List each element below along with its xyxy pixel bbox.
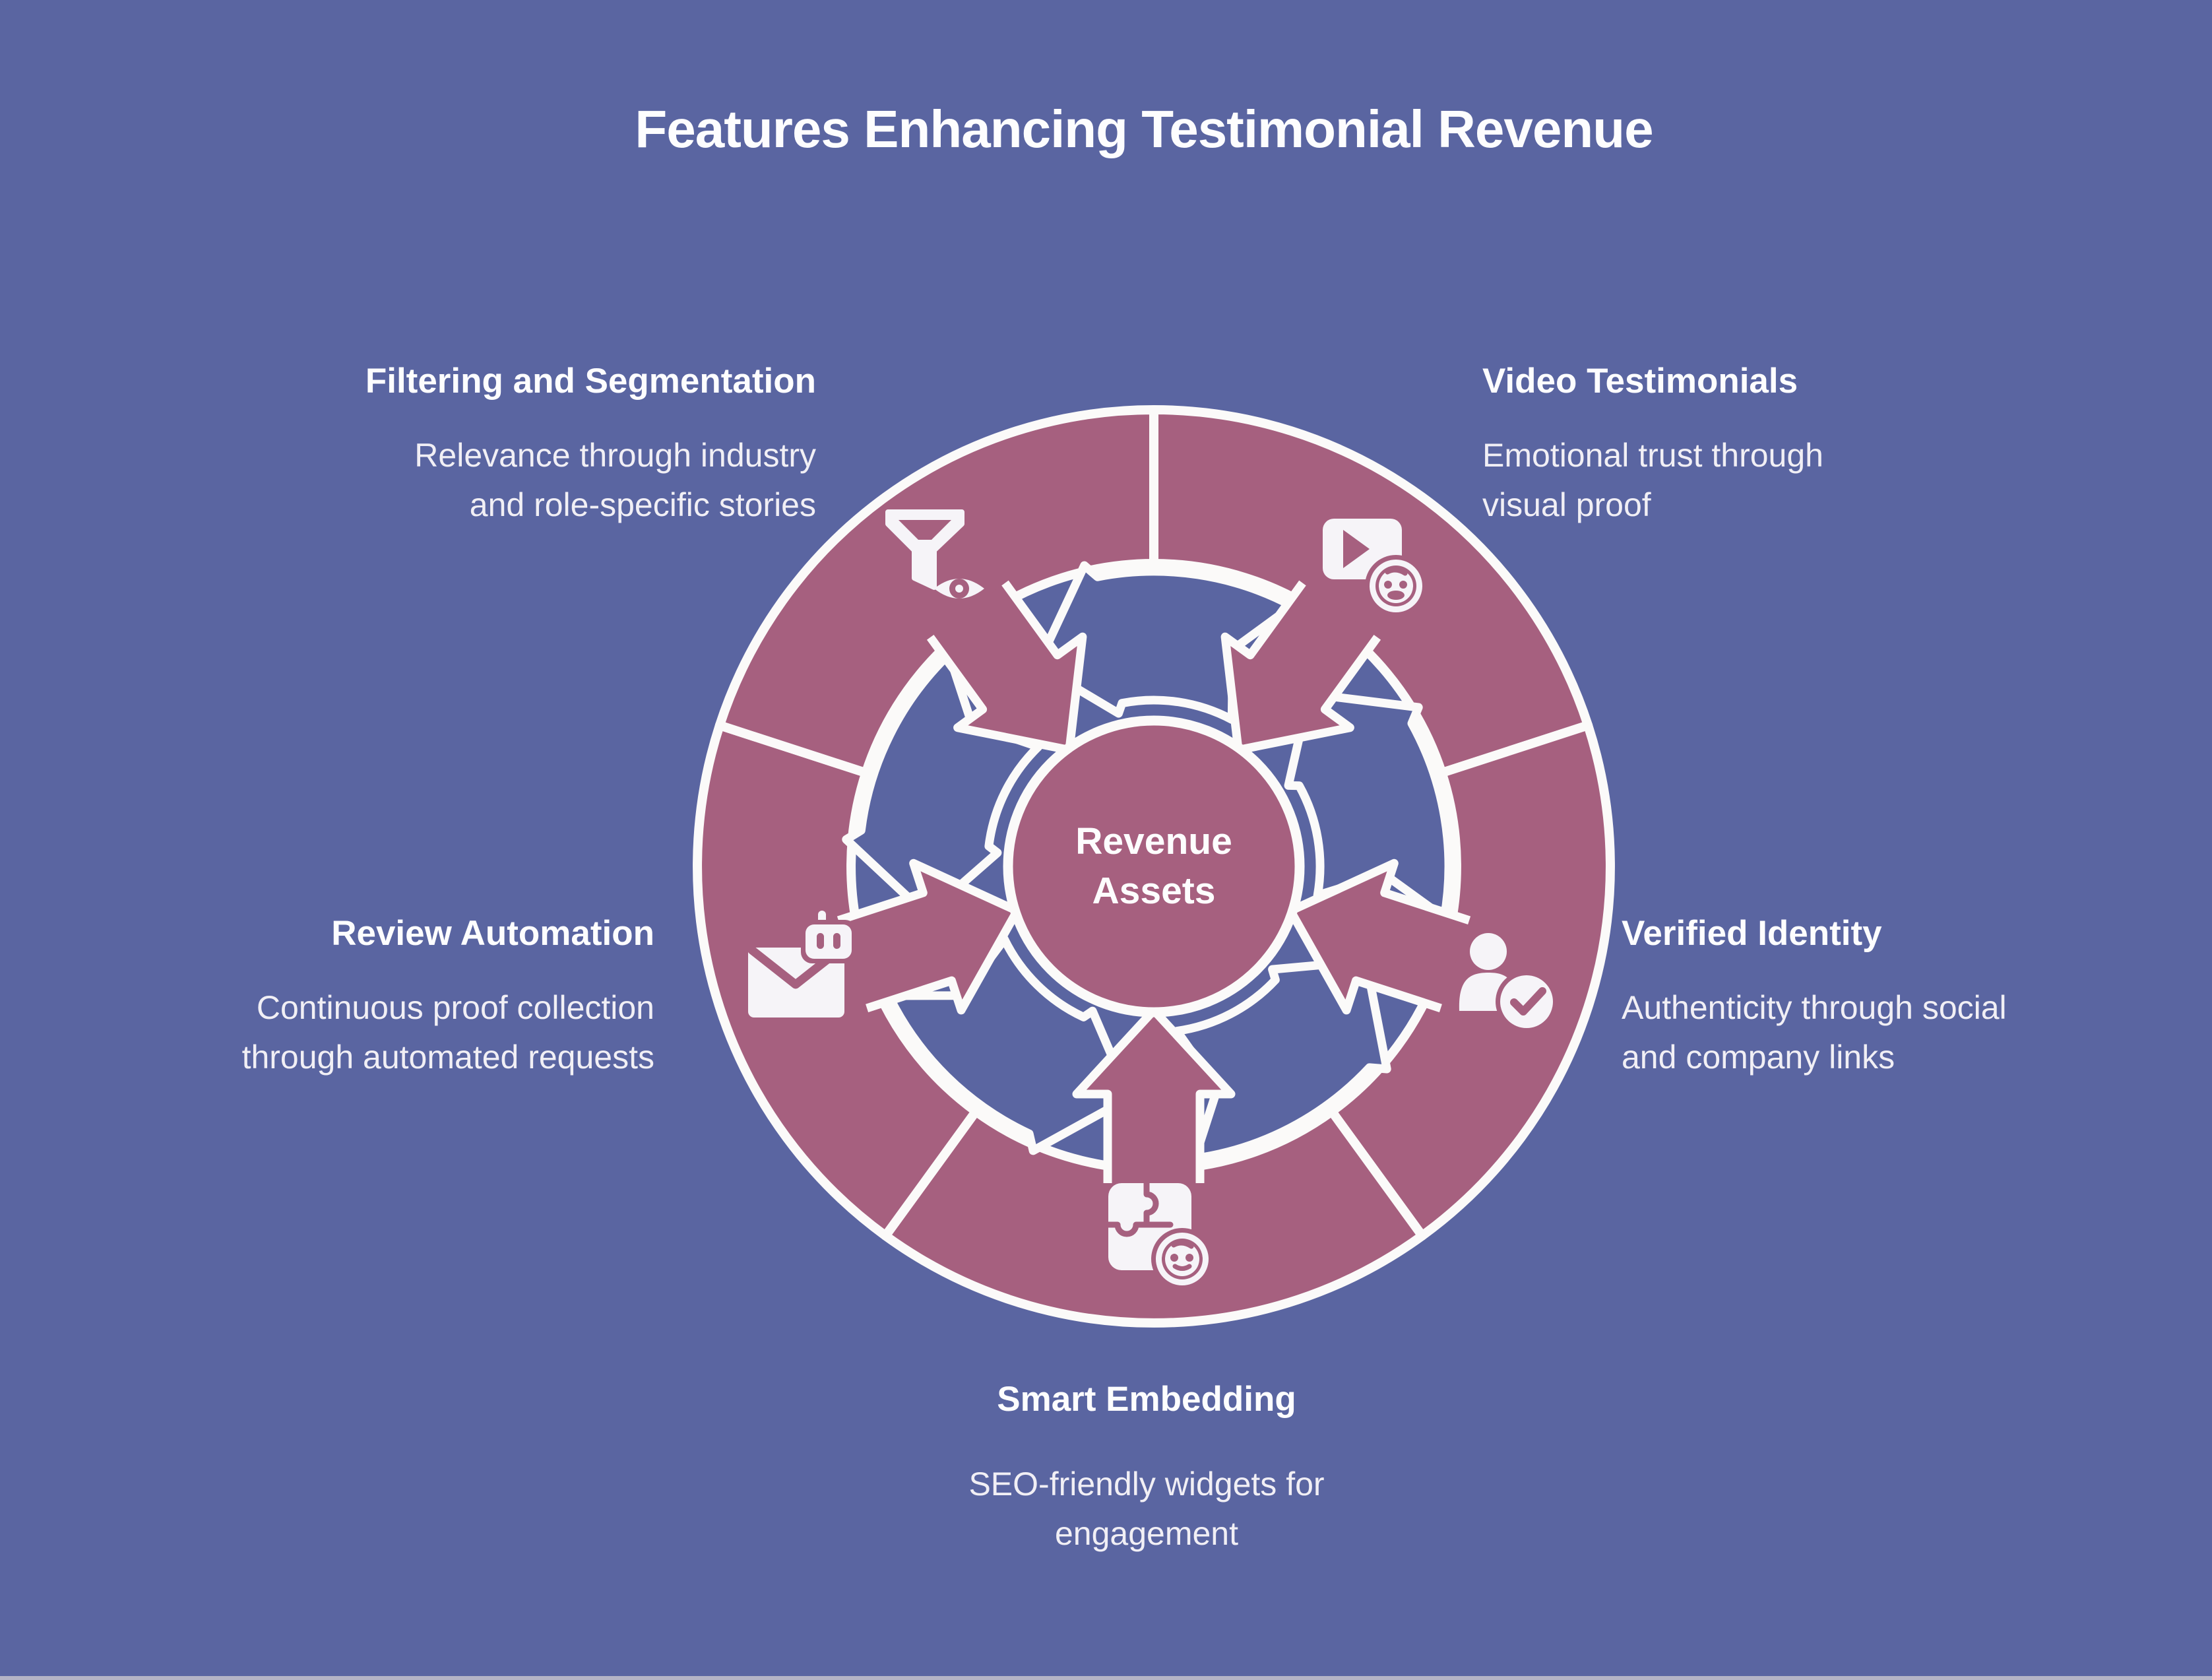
envelope-robot-icon [747,911,856,1018]
feature-heading: Video Testimonials [1482,362,1798,401]
feature-description: Authenticity through social and company … [1622,989,2007,1076]
ring-segment [714,405,1158,778]
smiley-face [1365,555,1427,617]
robot-head [801,911,856,963]
smiley-face [1151,1228,1213,1290]
footer-strip [0,1676,2212,1680]
feature-review-automation: Review Automation Continuous proof colle… [166,912,654,1082]
feature-description: SEO-friendly widgets for engagement [968,1466,1325,1553]
feature-filtering-segmentation: Filtering and Segmentation Relevance thr… [354,360,816,530]
feature-heading: Filtering and Segmentation [365,362,816,401]
feature-description: Relevance through industry and role-spec… [414,437,816,524]
feature-heading: Review Automation [331,914,654,953]
center-hub-circle [1003,715,1305,1018]
puzzle-smiley-icon [1105,1180,1213,1290]
check-badge [1496,971,1558,1033]
feature-smart-embedding: Smart Embedding SEO-friendly widgets for… [883,1378,1410,1559]
page-title: Features Enhancing Testimonial Revenue [635,100,1653,158]
person-check-icon [1459,933,1558,1033]
feature-heading: Smart Embedding [997,1380,1296,1419]
video-play-smiley-icon [1323,519,1427,617]
segment-icons [747,509,1558,1290]
feature-video-testimonials: Video Testimonials Emotional trust throu… [1482,360,2023,530]
feature-description: Emotional trust through visual proof [1482,437,1823,524]
center-hub-label: Revenue Assets [1075,820,1232,912]
feature-description: Continuous proof collection through auto… [241,989,654,1076]
feature-verified-identity: Verified Identity Authenticity through s… [1622,912,2163,1082]
funnel-eye-icon [885,509,984,598]
feature-heading: Verified Identity [1622,914,1882,953]
